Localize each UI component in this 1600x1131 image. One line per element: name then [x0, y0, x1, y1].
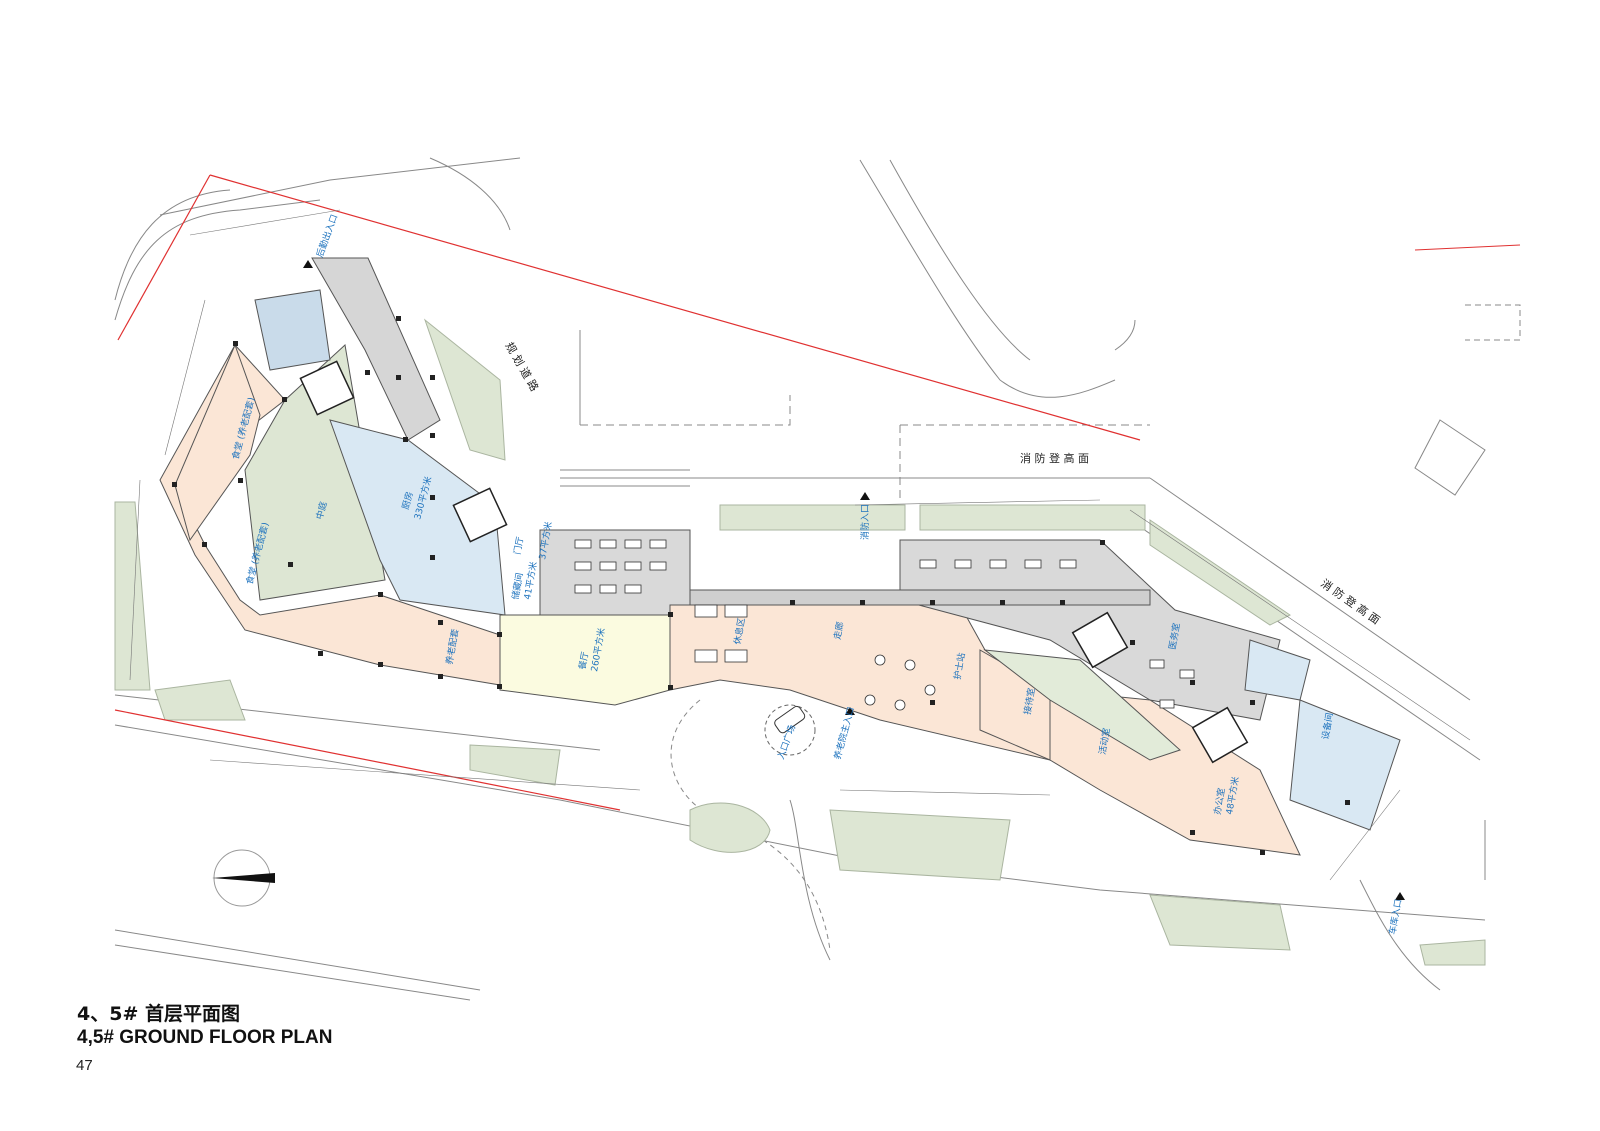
label-corridor: 走廊	[831, 621, 846, 641]
label-door-hall: 门厅	[511, 536, 526, 556]
car-icon	[774, 705, 806, 734]
label-canteen: 餐厅	[576, 651, 591, 671]
stair-cores	[299, 360, 1249, 764]
label-road-diag: 规 划 道 路	[502, 340, 541, 394]
furniture	[574, 539, 1195, 711]
label-entrance-mid: 消防入口	[859, 504, 871, 540]
label-entrance-bottom-right: 车库入口	[1386, 898, 1404, 936]
columns	[172, 316, 1350, 855]
building-footprint	[159, 257, 1401, 856]
landscape-areas	[114, 318, 1486, 966]
entrance-arrow-icon	[303, 260, 1405, 900]
page-number: 47	[76, 1057, 93, 1074]
plan-title-cn: 4、5# 首层平面图	[77, 1003, 240, 1025]
label-entrance-main: 养老院主入口	[831, 705, 857, 760]
label-entrance-top: 后勤出入口	[314, 213, 341, 259]
plan-title-en: 4,5# GROUND FLOOR PLAN	[77, 1027, 333, 1048]
dimension-lines	[129, 209, 1471, 881]
north-arrow-icon	[212, 849, 275, 907]
label-fire-ascent: 消 防 登 高 面	[1020, 451, 1089, 465]
property-line	[114, 174, 1141, 811]
